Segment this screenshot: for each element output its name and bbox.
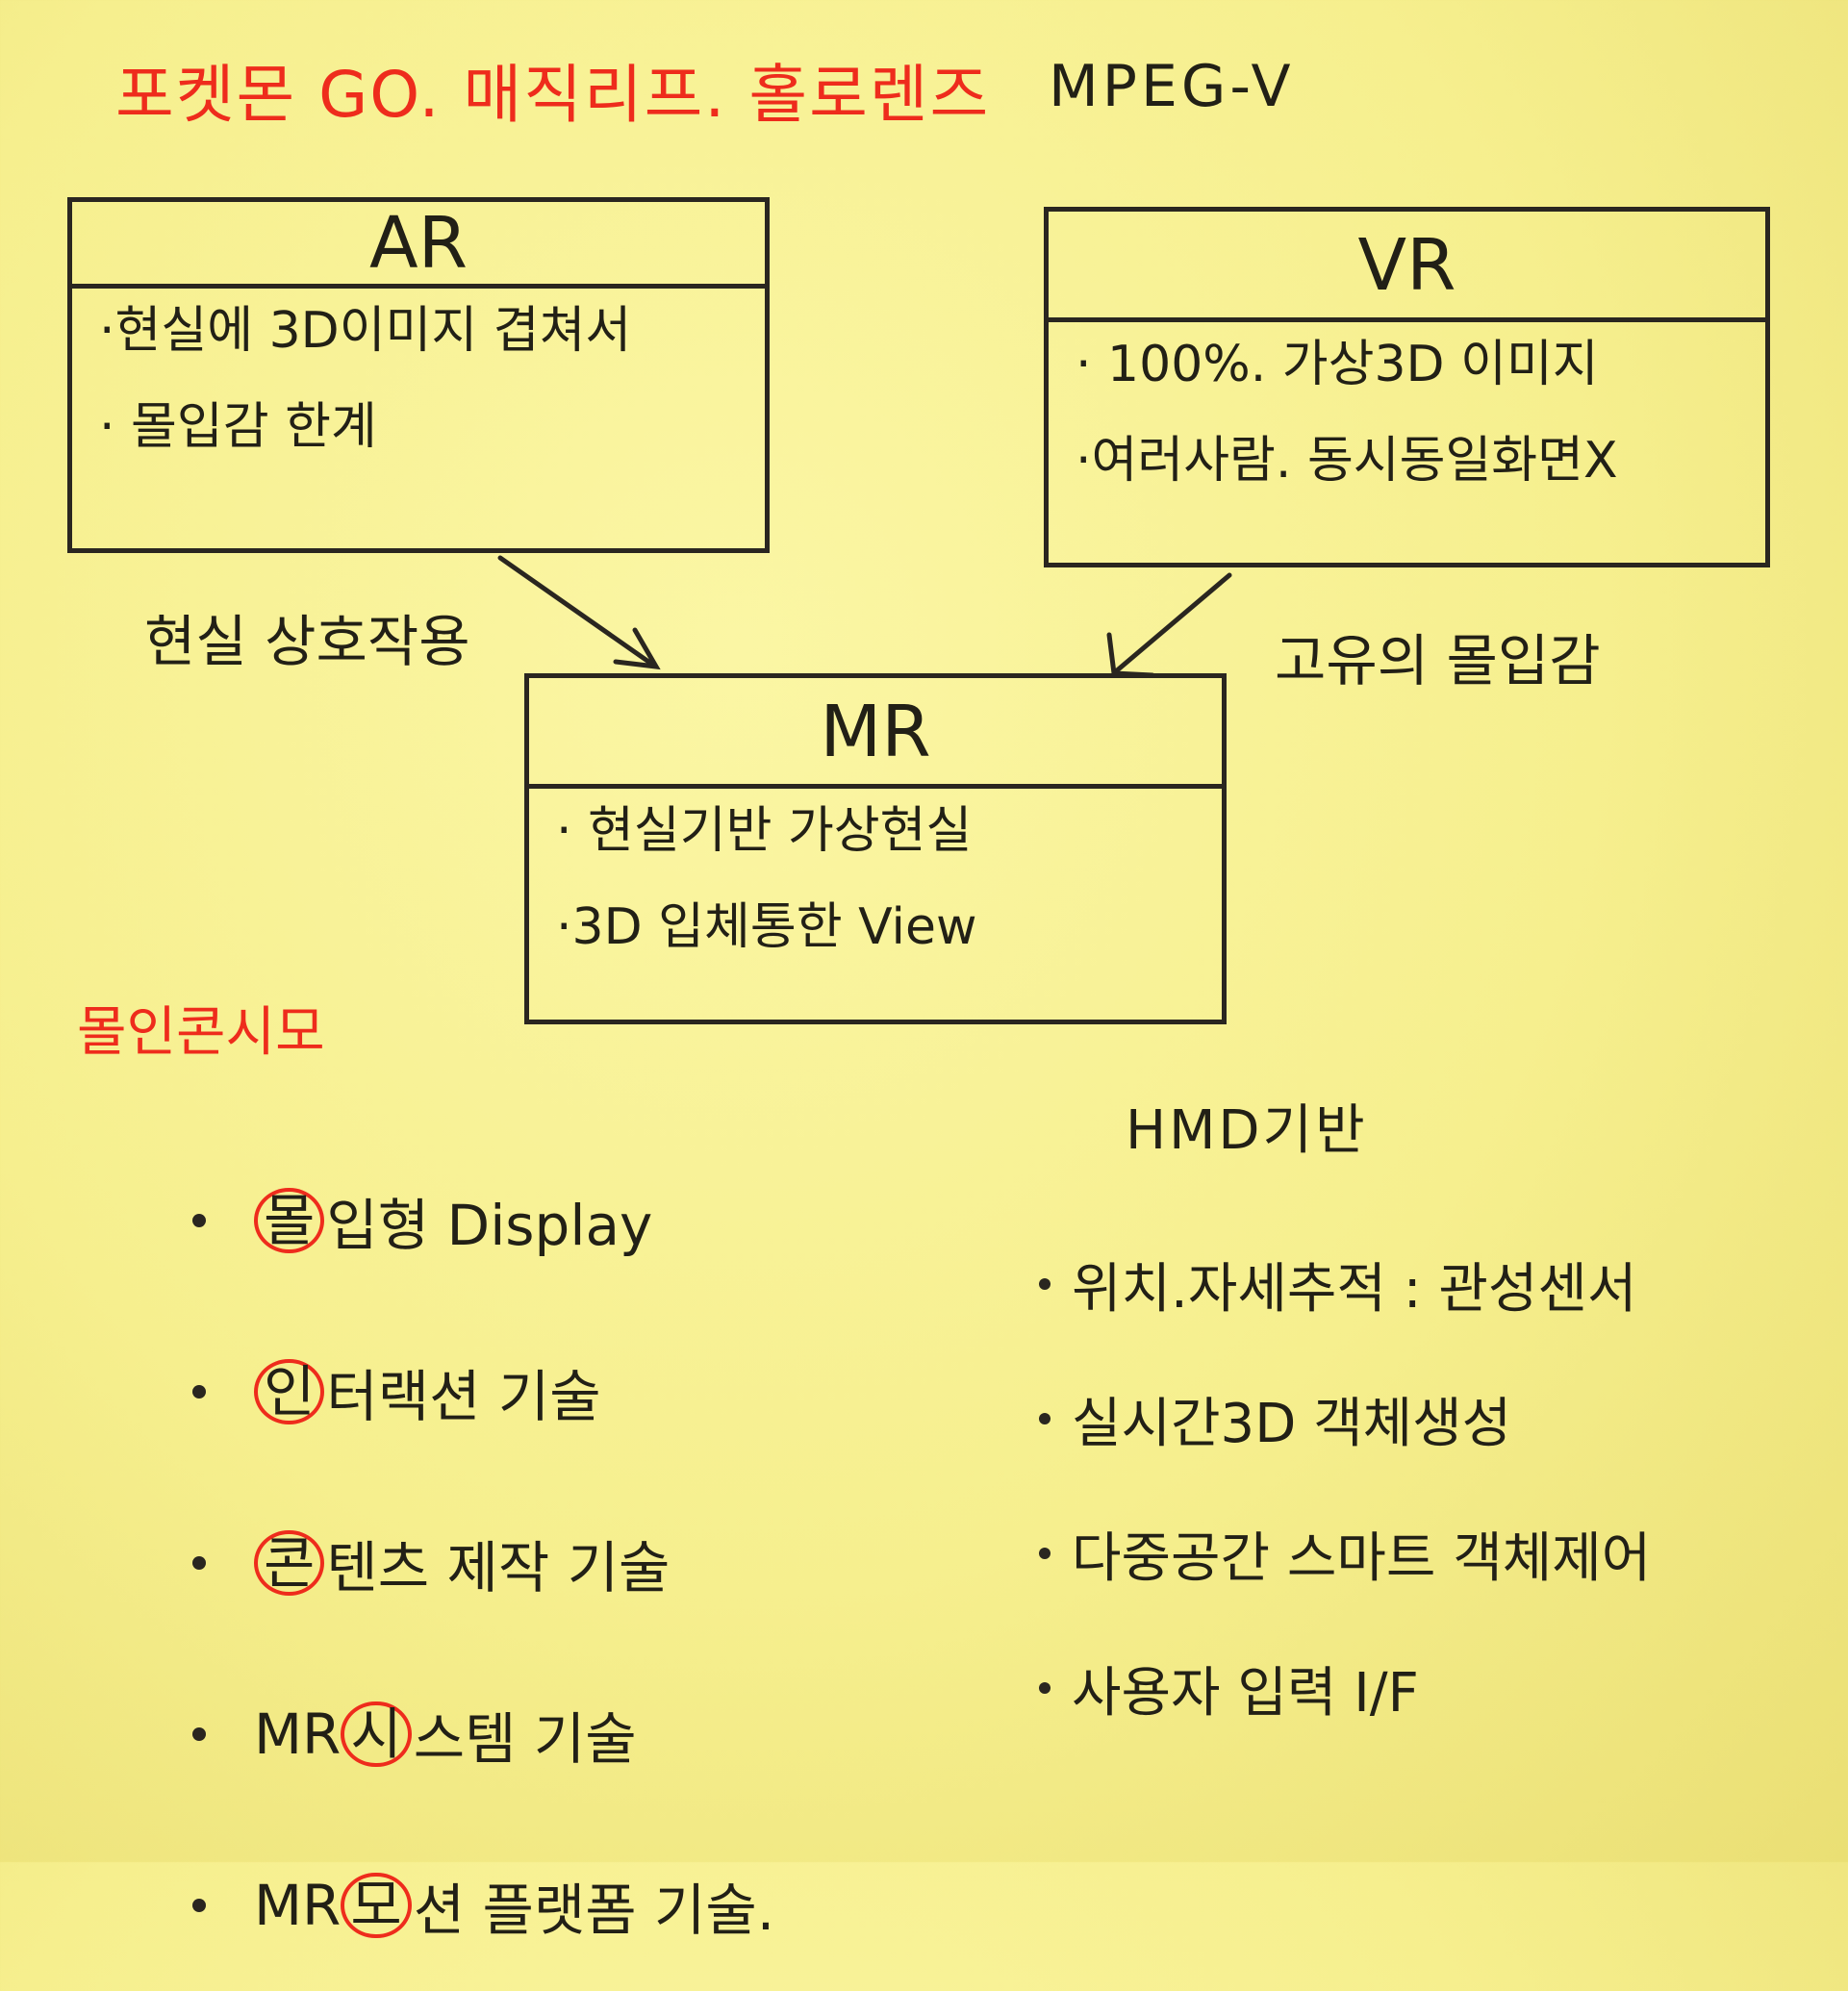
key-syllable: 콘 <box>254 1529 325 1597</box>
list-item: 몰 입형 Display <box>192 1135 774 1306</box>
ar-box-title: AR <box>72 202 765 289</box>
list-item: 다중공간 스마트 객체제어 <box>1039 1486 1651 1621</box>
key-syllable: 모 <box>341 1872 412 1939</box>
vr-line: ·여러사람. 동시동일화면X <box>1076 432 1618 490</box>
arrow-ar-to-mr <box>497 555 657 668</box>
item-text: 다중공간 스마트 객체제어 <box>1072 1526 1652 1590</box>
bullet-icon <box>1039 1413 1051 1424</box>
item-rest: 터랙션 기술 <box>326 1364 601 1429</box>
bullet-icon <box>192 1727 206 1741</box>
bullet-icon <box>1039 1548 1051 1559</box>
tech-list: 몰 입형 Display 인 터랙션 기술 콘 텐츠 제작 기술 MR 시 스템… <box>192 1135 774 1991</box>
list-item: 콘 텐츠 제작 기술 <box>192 1477 774 1649</box>
tech-acronym: 몰인콘시모 <box>77 1001 325 1064</box>
vr-box: VR · 100%. 가상3D 이미지 ·여러사람. 동시동일화면X <box>1044 207 1770 567</box>
item-rest: 텐츠 제작 기술 <box>326 1535 671 1600</box>
item-rest: 스템 기술 <box>413 1706 637 1772</box>
item-text: 위치.자세추적 : 관성센서 <box>1072 1257 1637 1321</box>
key-syllable: 인 <box>254 1358 325 1425</box>
bullet-icon <box>1039 1278 1051 1290</box>
standard-heading: MPEG-V <box>1049 53 1295 120</box>
edge-label-ar-mr: 현실 상호작용 <box>144 609 470 674</box>
item-rest: 션 플랫폼 기술. <box>413 1878 775 1943</box>
item-text: 사용자 입력 I/F <box>1072 1661 1419 1725</box>
arrow-vr-to-mr <box>1113 572 1232 674</box>
list-item: 실시간3D 객체생성 <box>1039 1351 1651 1486</box>
bullet-icon <box>192 1556 206 1570</box>
item-prefix: MR <box>254 1873 342 1938</box>
mr-box: MR · 현실기반 가상현실 ·3D 입체통한 View <box>524 673 1227 1024</box>
ar-line: · 몰입감 한계 <box>99 398 377 456</box>
list-item: 인 터랙션 기술 <box>192 1306 774 1477</box>
mr-line: · 현실기반 가상현실 <box>556 802 973 860</box>
hmd-list: 위치.자세추적 : 관성센서 실시간3D 객체생성 다중공간 스마트 객체제어 … <box>1039 1217 1651 1755</box>
item-prefix: MR <box>254 1701 342 1767</box>
ar-box: AR ·현실에 3D이미지 겹쳐서 · 몰입감 한계 <box>67 197 770 553</box>
bullet-icon <box>192 1214 206 1227</box>
vr-line: · 100%. 가상3D 이미지 <box>1076 336 1599 393</box>
list-item: 위치.자세추적 : 관성센서 <box>1039 1217 1651 1351</box>
vr-box-title: VR <box>1049 212 1765 322</box>
edge-label-vr-mr: 고유의 몰입감 <box>1275 628 1601 693</box>
ar-line: ·현실에 3D이미지 겹쳐서 <box>99 302 632 360</box>
mr-box-title: MR <box>529 678 1222 789</box>
list-item: MR 시 스템 기술 <box>192 1649 774 1820</box>
list-item: MR 모 션 플랫폼 기술. <box>192 1820 774 1991</box>
bullet-icon <box>192 1899 206 1912</box>
item-rest: 입형 Display <box>326 1193 653 1258</box>
examples-heading: 포켓몬 GO. 매직리프. 홀로렌즈 <box>115 58 991 132</box>
arrowhead-ar-to-mr <box>613 627 661 670</box>
item-text: 실시간3D 객체생성 <box>1072 1392 1512 1455</box>
bullet-icon <box>1039 1682 1051 1694</box>
key-syllable: 몰 <box>254 1187 325 1254</box>
key-syllable: 시 <box>341 1701 412 1768</box>
arrowhead-vr-to-mr <box>1106 632 1155 678</box>
bullet-icon <box>192 1385 206 1399</box>
list-item: 사용자 입력 I/F <box>1039 1621 1651 1755</box>
mr-line: ·3D 입체통한 View <box>556 898 977 956</box>
hmd-heading: HMD기반 <box>1126 1099 1368 1162</box>
